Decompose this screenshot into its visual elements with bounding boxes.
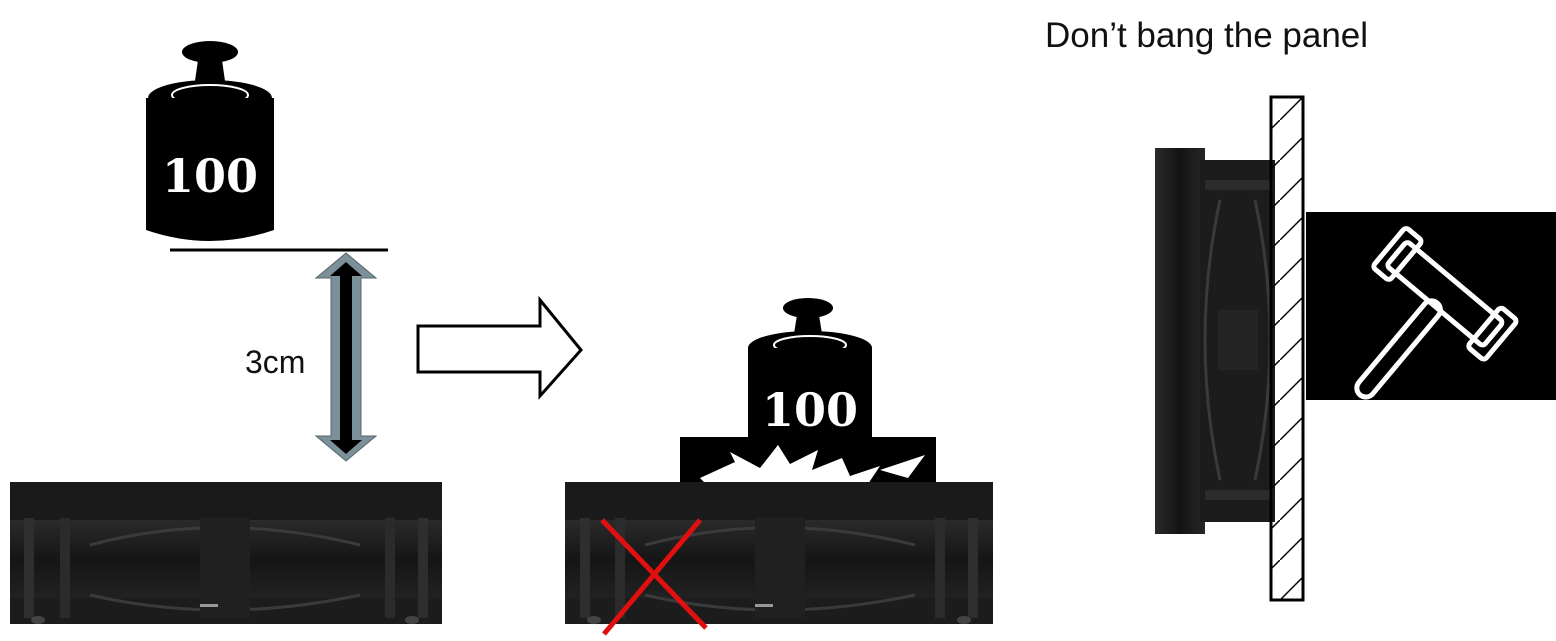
double-arrow-icon	[316, 253, 376, 461]
top-weight-label: 100	[162, 149, 258, 203]
fan-before-drop	[10, 482, 442, 624]
impact-weight-icon: 100	[748, 298, 872, 440]
top-weight-icon: 100	[146, 41, 274, 241]
height-label: 3cm	[245, 344, 305, 380]
right-arrow-icon	[418, 300, 581, 396]
panel-icon	[1271, 97, 1303, 600]
impact-burst-icon	[680, 437, 936, 485]
fan-side-view	[1155, 148, 1275, 534]
panel-warning-text: Don’t bang the panel	[1045, 16, 1368, 55]
impact-weight-label: 100	[762, 383, 858, 437]
hammer-icon	[1304, 212, 1556, 442]
